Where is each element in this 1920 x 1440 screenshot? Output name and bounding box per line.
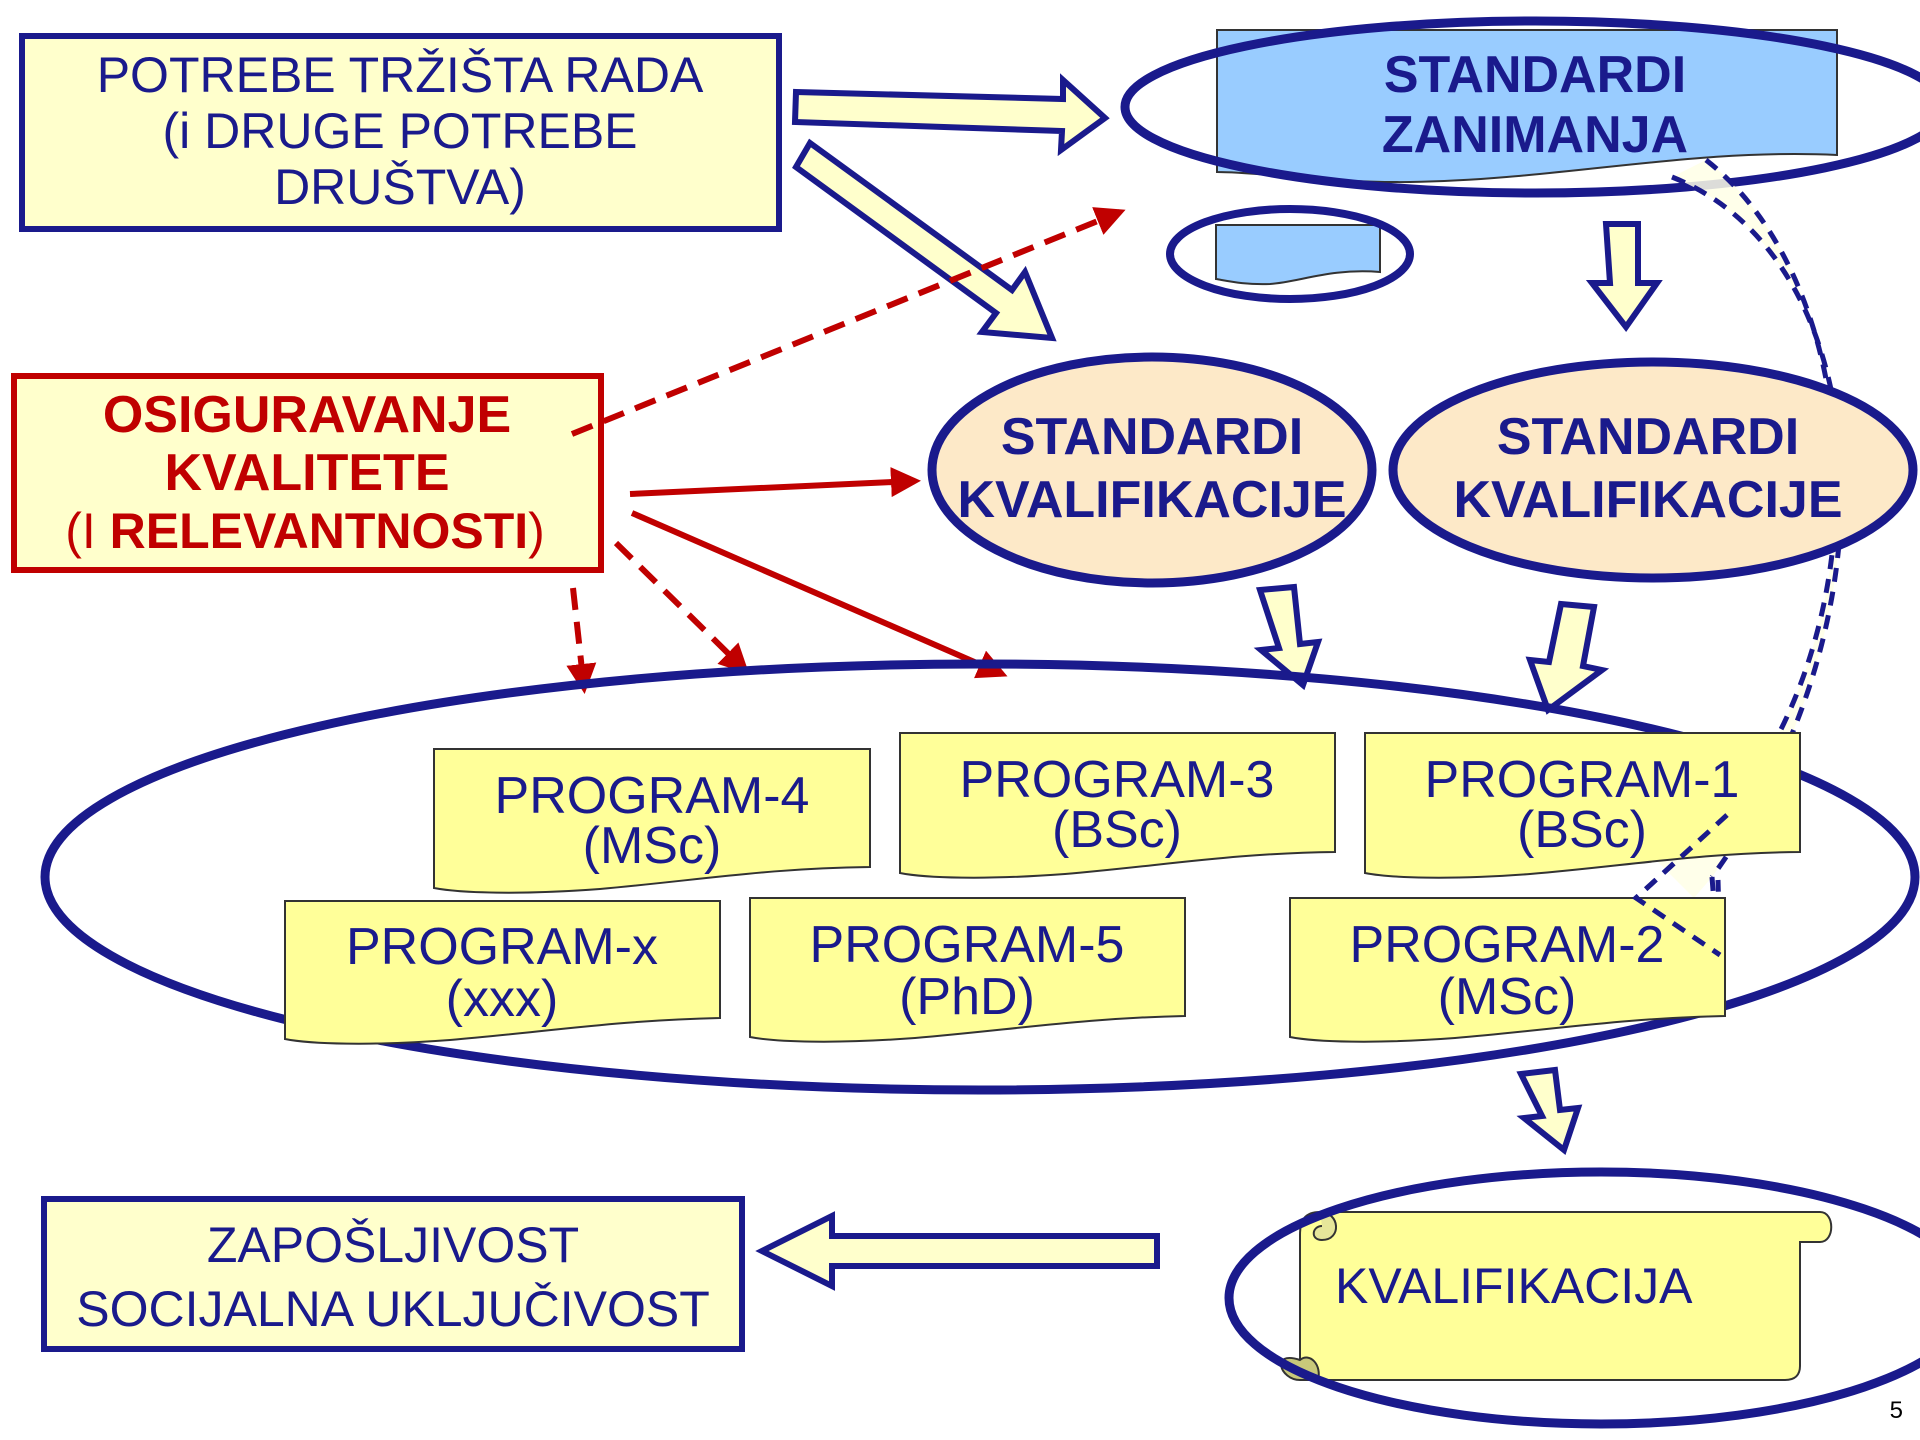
occupation-standards-line1: STANDARDI xyxy=(1384,46,1686,104)
scroll-curl-top xyxy=(1312,1211,1337,1242)
program-name: PROGRAM-5 xyxy=(810,916,1125,974)
block-arrow-qualification-to-employability xyxy=(755,1211,1160,1291)
dashed-arrow-to-occupation-standards xyxy=(570,207,1126,437)
quality-line2: KVALITETE xyxy=(164,444,449,502)
occupation-standards-line2: ZANIMANJA xyxy=(1382,106,1688,164)
program-card: PROGRAM-3 (BSc) xyxy=(899,732,1336,879)
employability-box: ZAPOŠLJIVOST SOCIJALNA UKLJUČIVOST xyxy=(41,1196,745,1352)
programs-ellipse xyxy=(40,659,1920,1095)
labor-market-box: POTREBE TRŽIŠTA RADA (i DRUGE POTREBE DR… xyxy=(19,33,782,232)
program-name: PROGRAM-3 xyxy=(960,751,1275,809)
dashed-arrow-to-programs-center xyxy=(613,540,750,675)
block-arrow-programs-to-qualification xyxy=(1516,1066,1583,1156)
quality-assurance-box: OSIGURAVANJE KVALITETE (I RELEVANTNOSTI) xyxy=(11,373,604,573)
labor-market-line3: DRUŠTVA) xyxy=(274,159,526,215)
block-arrow-occupation-to-qualification xyxy=(1585,221,1663,333)
quality-line1: OSIGURAVANJE xyxy=(103,386,511,444)
occupation-standards-node: STANDARDI ZANIMANJA xyxy=(1120,16,1920,198)
program-level: (PhD) xyxy=(899,968,1035,1026)
arrow-to-qualification-standards xyxy=(629,467,921,498)
labor-market-line2: (i DRUGE POTREBE xyxy=(162,103,637,159)
block-arrow-right-qualification-to-programs xyxy=(1525,600,1610,715)
program-level: (BSc) xyxy=(1517,801,1647,859)
small-standard-node xyxy=(1166,205,1414,303)
qualification-standards-right-line2: KVALIFIKACIJE xyxy=(1453,471,1842,529)
qualification-standards-left-line2: KVALIFIKACIJE xyxy=(957,471,1346,529)
qualification-standards-left-node: STANDARDI KVALIFIKACIJE xyxy=(927,352,1377,588)
program-level: (MSc) xyxy=(583,817,722,875)
small-standard-document xyxy=(1215,224,1381,286)
qualification-ellipse xyxy=(1224,1167,1920,1429)
program-card: PROGRAM-x (xxx) xyxy=(284,900,721,1045)
program-card: PROGRAM-5 (PhD) xyxy=(749,897,1186,1043)
dashed-arrow-to-programs-left xyxy=(566,587,597,694)
program-level: (xxx) xyxy=(446,970,559,1028)
program-name: PROGRAM-x xyxy=(346,918,658,976)
program-name: PROGRAM-4 xyxy=(495,767,810,825)
employability-line2: SOCIJALNA UKLJUČIVOST xyxy=(76,1281,710,1337)
quality-line3-close: ) xyxy=(528,503,545,559)
program-card: PROGRAM-2 (MSc) xyxy=(1289,897,1726,1043)
program-card: PROGRAM-4 (MSc) xyxy=(433,748,871,894)
employability-line1: ZAPOŠLJIVOST xyxy=(207,1217,579,1273)
qualification-standards-left-line1: STANDARDI xyxy=(1001,408,1303,466)
block-arrow-left-qualification-to-programs xyxy=(1253,583,1323,691)
qualification-standards-right-line1: STANDARDI xyxy=(1497,408,1799,466)
program-card: PROGRAM-1 (BSc) xyxy=(1364,732,1801,879)
program-name: PROGRAM-1 xyxy=(1425,751,1740,809)
program-level: (BSc) xyxy=(1052,801,1182,859)
small-standard-ellipse xyxy=(1166,205,1414,303)
quality-line3-bold: RELEVANTNOSTI xyxy=(110,503,529,559)
page-number: 5 xyxy=(1890,1397,1903,1424)
quality-arrows xyxy=(566,207,1126,694)
occupation-standards-ellipse xyxy=(1120,16,1920,198)
dashed-band-tip xyxy=(1631,813,1729,958)
quality-line3: (I RELEVANTNOSTI) xyxy=(65,503,545,559)
qualification-label: KVALIFIKACIJA xyxy=(1335,1258,1693,1314)
quality-line3-open: (I xyxy=(65,503,109,559)
qualification-node: KVALIFIKACIJA xyxy=(1224,1167,1920,1429)
labor-market-line1: POTREBE TRŽIŠTA RADA xyxy=(97,47,704,103)
program-name: PROGRAM-2 xyxy=(1350,916,1665,974)
arrow-to-programs xyxy=(630,510,1008,679)
block-arrow-to-occupation-standards xyxy=(791,73,1110,157)
program-level: (MSc) xyxy=(1438,968,1577,1026)
qualification-standards-right-node: STANDARDI KVALIFIKACIJE xyxy=(1388,357,1918,583)
block-arrow-to-qualification-standards xyxy=(792,138,1057,342)
programs-group: PROGRAM-4 (MSc) PROGRAM-3 (BSc) PROGRAM-… xyxy=(284,732,1801,1045)
